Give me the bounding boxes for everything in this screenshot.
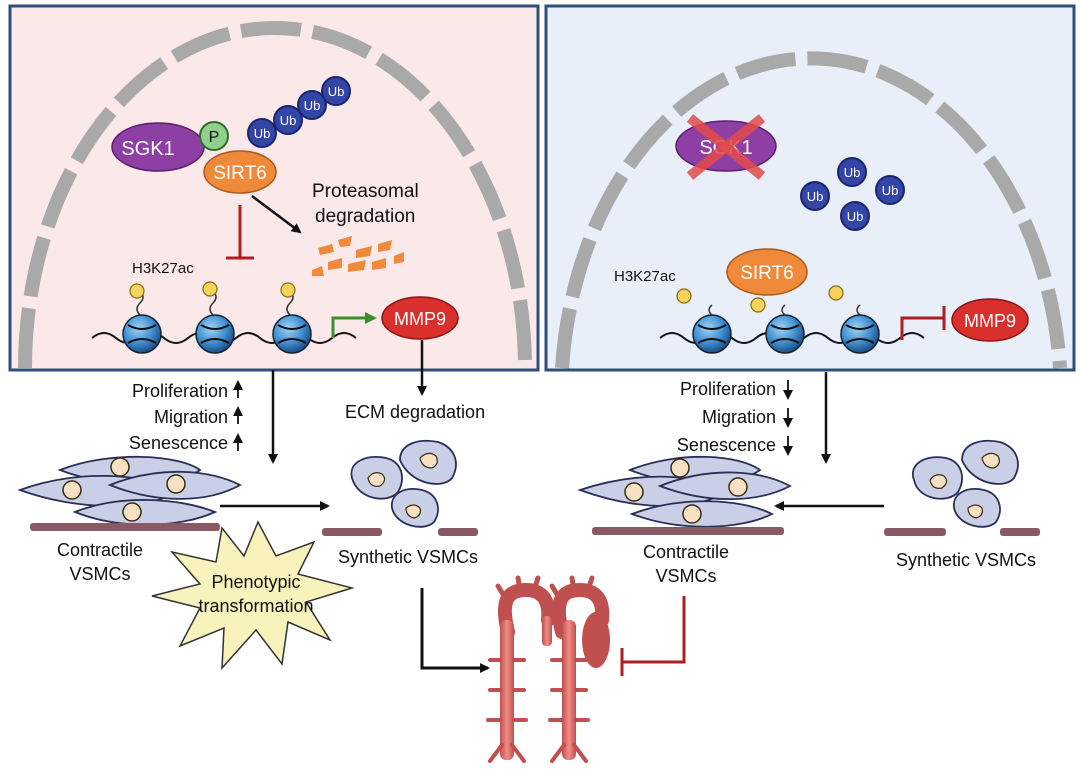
- right-ub-4: Ub: [840, 201, 870, 231]
- right-contractile-label-2: VSMCs: [655, 566, 716, 586]
- right-acetyl-free-3: [828, 285, 844, 301]
- right-migration-label: Migration: [702, 407, 776, 427]
- right-acetyl-free-2: [750, 297, 766, 313]
- left-nucleosome-3: [272, 282, 312, 354]
- svg-text:Ub: Ub: [254, 126, 271, 141]
- left-synthetic-label: Synthetic VSMCs: [338, 547, 478, 567]
- left-ub-4: Ub: [321, 76, 351, 106]
- left-migration-label: Migration: [154, 407, 228, 427]
- right-mmp9: MMP9: [951, 298, 1029, 342]
- left-contractile-label-2: VSMCs: [69, 564, 130, 584]
- left-synthetic-cells: [322, 439, 478, 536]
- left-contractile-label-1: Contractile: [57, 540, 143, 560]
- right-ub-2: Ub: [800, 181, 830, 211]
- right-nucleosome-1: [692, 304, 732, 354]
- svg-text:MMP9: MMP9: [394, 309, 446, 329]
- right-h3k27ac-label: H3K27ac: [614, 268, 676, 285]
- svg-text:SIRT6: SIRT6: [740, 263, 794, 284]
- svg-text:Ub: Ub: [807, 189, 824, 204]
- right-contractile-cells: [577, 455, 792, 535]
- svg-text:Ub: Ub: [844, 165, 861, 180]
- right-synthetic-cells: [884, 439, 1040, 536]
- left-degraded-fragments: [312, 236, 404, 276]
- left-nucleosome-1: [122, 283, 162, 354]
- svg-text:Ub: Ub: [328, 84, 345, 99]
- aorta-aneurysm-icon: [548, 575, 610, 763]
- left-degradation-label: degradation: [315, 206, 415, 227]
- right-ub-3: Ub: [875, 175, 905, 205]
- burst-label-1: Phenotypic: [211, 572, 300, 592]
- svg-text:P: P: [209, 129, 220, 146]
- left-panel: Ub Ub Ub Ub SGK1 P SIRT6 Proteasomal deg…: [8, 4, 540, 372]
- left-ub-2: Ub: [273, 105, 303, 135]
- right-sirt6: SIRT6: [726, 248, 808, 296]
- left-ub-chain: Ub Ub Ub Ub: [247, 76, 351, 148]
- right-synthetic-label: Synthetic VSMCs: [896, 550, 1036, 570]
- svg-text:SGK1: SGK1: [121, 138, 174, 160]
- burst-label-2: transformation: [198, 596, 313, 616]
- left-proliferation-label: Proliferation: [132, 381, 228, 401]
- right-ub-1: Ub: [837, 157, 867, 187]
- right-acetyl-free-1: [676, 288, 692, 304]
- left-contractile-cells: [17, 455, 242, 531]
- left-nucleosome-2: [195, 281, 235, 354]
- right-mmp9-inhibit-line: [900, 316, 944, 340]
- left-h3k27ac-label: H3K27ac: [132, 260, 194, 277]
- left-effects: Proliferation Migration Senescence ECM d…: [129, 340, 485, 464]
- right-nucleosome-2: [765, 304, 805, 354]
- left-ecm-label: ECM degradation: [345, 402, 485, 422]
- left-nuclear-envelope: [18, 21, 532, 369]
- phenotypic-transformation-burst: Phenotypic transformation: [151, 520, 355, 671]
- right-nuclear-envelope: [555, 51, 1067, 369]
- left-degradation-arrow: [251, 195, 302, 234]
- right-sgk1-cross-icon: [686, 114, 766, 180]
- aneurysm-promote-arrow: [420, 588, 490, 673]
- left-mmp9: MMP9: [381, 296, 459, 340]
- right-nucleosome-3: [840, 304, 880, 354]
- left-phospho: P: [199, 121, 229, 151]
- right-effects: Proliferation Migration Senescence: [677, 372, 831, 464]
- svg-text:Ub: Ub: [304, 98, 321, 113]
- left-panel-frame: [8, 4, 540, 372]
- left-ub-3: Ub: [297, 90, 327, 120]
- svg-text:SIRT6: SIRT6: [213, 163, 267, 184]
- right-contractile-label-1: Contractile: [643, 542, 729, 562]
- right-panel: SGK1 Ub Ub Ub Ub SIRT6 H3K27ac: [544, 4, 1076, 372]
- left-proteasomal-label: Proteasomal: [312, 181, 419, 202]
- left-sirt6: SIRT6: [203, 150, 277, 194]
- svg-text:Ub: Ub: [882, 183, 899, 198]
- svg-text:Ub: Ub: [280, 113, 297, 128]
- svg-text:MMP9: MMP9: [964, 311, 1016, 331]
- left-ub-1: Ub: [247, 118, 277, 148]
- left-sgk1: SGK1: [111, 122, 205, 172]
- left-mmp9-activation-arrow: [331, 312, 377, 338]
- left-senescence-label: Senescence: [129, 433, 228, 453]
- right-senescence-label: Senescence: [677, 435, 776, 455]
- aneurysm-inhibit-line: [622, 596, 686, 664]
- svg-text:Ub: Ub: [847, 209, 864, 224]
- aorta-normal-icon: [486, 575, 556, 763]
- right-proliferation-label: Proliferation: [680, 379, 776, 399]
